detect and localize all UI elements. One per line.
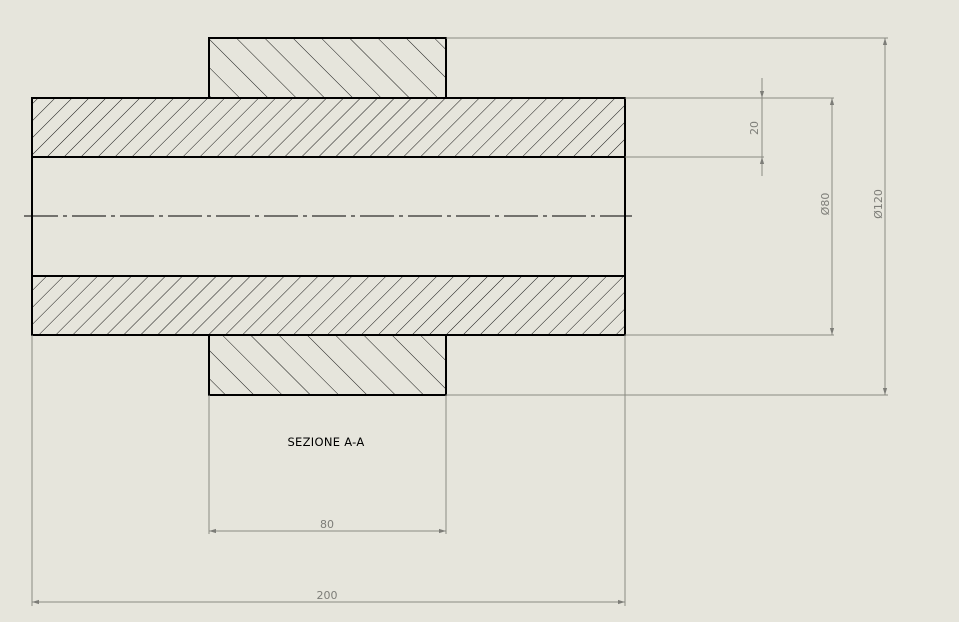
dim-outer-diameter-label: Ø120: [872, 189, 885, 219]
dim-total-length: 200: [31, 335, 626, 606]
dim-bore-diameter-label: Ø80: [819, 193, 832, 216]
dim-wall-thickness: 20: [625, 78, 765, 176]
section-title: SEZIONE A-A: [287, 435, 364, 449]
dim-wall-thickness-label: 20: [748, 121, 761, 135]
dim-hub-length-label: 80: [320, 518, 334, 531]
hub-section-bottom: [208, 334, 447, 396]
hub-section-top: [208, 37, 447, 99]
tube-wall-top: [31, 97, 626, 158]
dim-outer-diameter: Ø120: [446, 37, 888, 396]
dim-bore-diameter: Ø80: [625, 97, 835, 336]
dim-total-length-label: 200: [317, 589, 338, 602]
dim-hub-length: 80: [208, 395, 447, 534]
tube-wall-bottom: [31, 275, 626, 336]
